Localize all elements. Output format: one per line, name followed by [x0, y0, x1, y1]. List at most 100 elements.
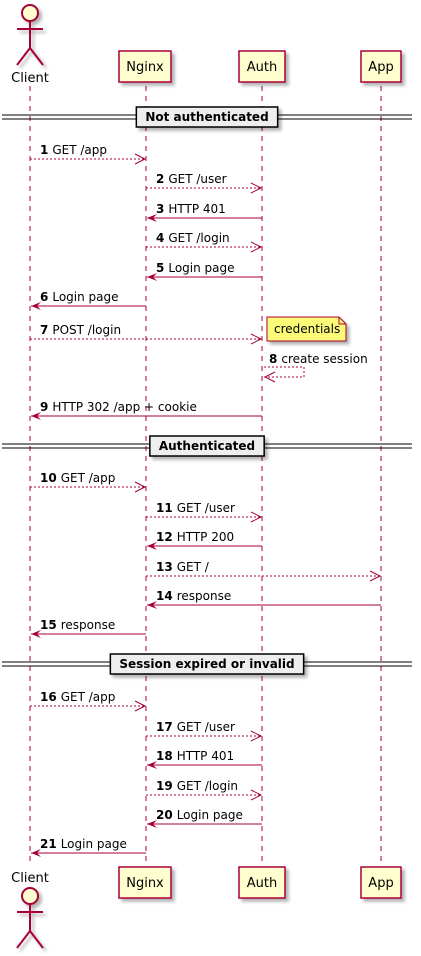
message-number: 4: [156, 231, 164, 245]
message-number: 20: [156, 808, 173, 822]
message-text: 12 HTTP 200: [156, 530, 234, 544]
message-number: 10: [40, 471, 57, 485]
message-label: GET /app: [52, 143, 107, 157]
participant-label-auth: Auth: [247, 876, 277, 891]
message-9: 9 HTTP 302 /app + cookie: [31, 400, 262, 420]
actor-figure: [16, 4, 44, 66]
arrowhead: [31, 849, 41, 857]
message-label: Login page: [61, 837, 127, 851]
participant-auth-top: Auth: [238, 50, 286, 83]
message-text: 8 create session: [269, 352, 368, 366]
message-text: 9 HTTP 302 /app + cookie: [40, 400, 197, 414]
message-number: 18: [156, 749, 173, 763]
divider-box: [135, 106, 279, 128]
message-19: 19 GET /login: [146, 779, 263, 801]
message-text: 17 GET /user: [156, 720, 235, 734]
message-12: 12 HTTP 200: [147, 530, 262, 550]
message-text: 7 POST /login: [40, 323, 121, 337]
arrowhead: [31, 630, 41, 638]
message-label: GET /app: [61, 690, 116, 704]
message-label: Login page: [177, 808, 243, 822]
message-20: 20 Login page: [147, 808, 262, 828]
message-label: create session: [281, 352, 367, 366]
section-divider: Not authenticated: [2, 106, 412, 128]
arrowhead: [31, 302, 41, 310]
message-label: HTTP 302 /app + cookie: [52, 400, 197, 414]
arrowhead: [134, 153, 147, 165]
arrowhead: [147, 601, 157, 609]
message-number: 5: [156, 261, 164, 275]
message-label: response: [177, 589, 232, 603]
participant-box: [118, 50, 172, 83]
arrowhead: [147, 214, 157, 222]
message-text: 18 HTTP 401: [156, 749, 234, 763]
message-8: 8 create session: [263, 352, 368, 383]
message-number: 17: [156, 720, 173, 734]
message-text: 5 Login page: [156, 261, 235, 275]
message-number: 3: [156, 202, 164, 216]
arrowhead: [250, 730, 263, 742]
message-number: 19: [156, 779, 173, 793]
section-divider: Authenticated: [2, 435, 412, 457]
participant-app-top: App: [360, 50, 402, 83]
message-label: response: [61, 618, 116, 632]
divider-label: Session expired or invalid: [119, 657, 294, 671]
message-label: HTTP 401: [177, 749, 234, 763]
message-number: 16: [40, 690, 57, 704]
message-5: 5 Login page: [147, 261, 262, 281]
arrowhead: [134, 481, 147, 493]
message-text: 20 Login page: [156, 808, 243, 822]
arrowhead: [147, 820, 157, 828]
participant-label-app: App: [368, 60, 393, 75]
message-number: 11: [156, 501, 173, 515]
arrowhead: [250, 333, 263, 345]
arrowhead: [147, 273, 157, 281]
message-label: POST /login: [52, 323, 121, 337]
message-17: 17 GET /user: [146, 720, 263, 742]
note-0: credentials: [266, 316, 347, 342]
message-text: 19 GET /login: [156, 779, 238, 793]
message-text: 11 GET /user: [156, 501, 235, 515]
arrowhead: [31, 412, 41, 420]
note-fold: [338, 317, 346, 325]
arrowhead: [250, 182, 263, 194]
arrowhead: [134, 700, 147, 712]
participant-box: [360, 50, 402, 83]
message-number: 7: [40, 323, 48, 337]
participant-label-client: Client: [11, 871, 49, 886]
message-label: GET /login: [177, 779, 238, 793]
message-label: GET /user: [177, 501, 235, 515]
actor-figure: [16, 887, 44, 949]
arrowhead: [250, 241, 263, 253]
participant-nginx-bottom: Nginx: [118, 866, 172, 899]
message-16: 16 GET /app: [30, 690, 147, 712]
message-label: GET /user: [168, 172, 226, 186]
participant-box: [238, 50, 286, 83]
message-label: GET /user: [177, 720, 235, 734]
message-number: 12: [156, 530, 173, 544]
message-number: 9: [40, 400, 48, 414]
participant-label-app: App: [368, 876, 393, 891]
participant-app-bottom: App: [360, 866, 402, 899]
arrowhead: [369, 570, 382, 582]
message-text: 16 GET /app: [40, 690, 115, 704]
divider-box: [109, 653, 305, 675]
message-number: 8: [269, 352, 277, 366]
message-label: Login page: [52, 290, 118, 304]
arrowhead: [250, 511, 263, 523]
arrowhead: [263, 371, 276, 383]
note-box: [266, 316, 347, 342]
arrowhead: [147, 542, 157, 550]
message-label: Login page: [168, 261, 234, 275]
message-label: HTTP 200: [177, 530, 234, 544]
message-line: [264, 366, 305, 378]
